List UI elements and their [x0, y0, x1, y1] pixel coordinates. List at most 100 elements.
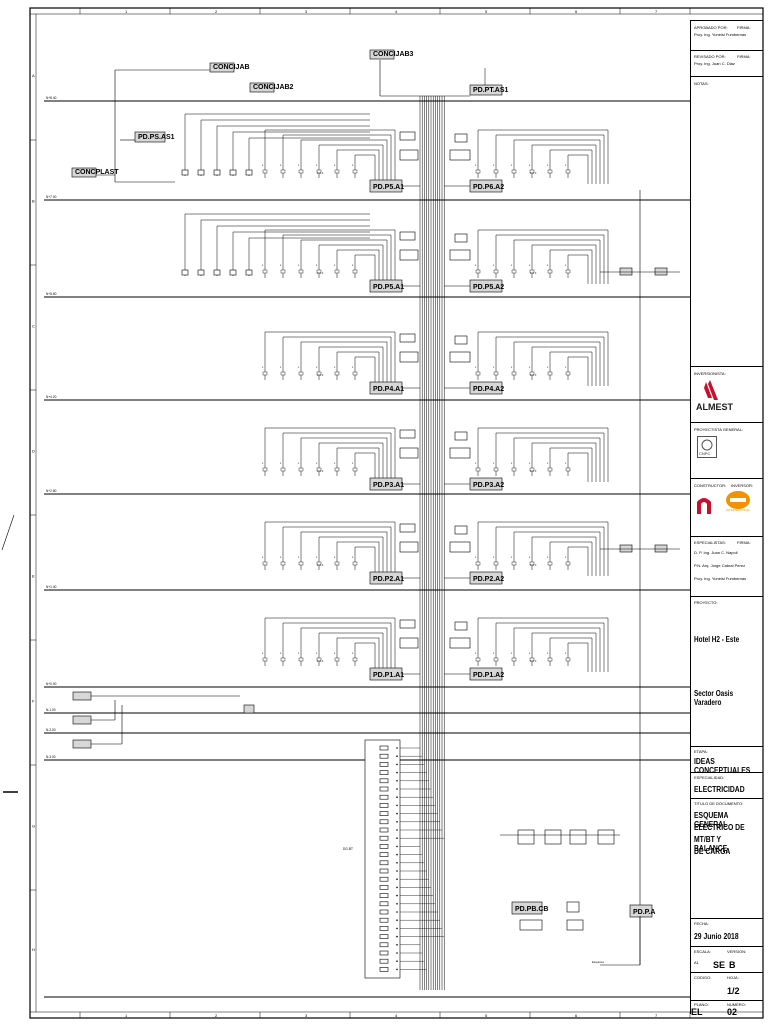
- board-breaker: [379, 942, 389, 948]
- breaker-symbol: [529, 269, 535, 274]
- board-breaker: [379, 745, 389, 751]
- breaker-text: x: [316, 556, 318, 559]
- breaker-symbol: [475, 467, 481, 472]
- especialidad-value: ELECTRICIDAD: [694, 785, 745, 794]
- breaker-text: x: [334, 652, 336, 655]
- breaker-text: x: [547, 652, 549, 655]
- breaker-symbol: [245, 169, 253, 176]
- board-breaker: [379, 917, 389, 923]
- board-terminal: [396, 927, 398, 930]
- panel-box: [629, 904, 653, 918]
- grid-number-bottom: 4: [395, 1013, 398, 1018]
- ellipsis: • • •: [317, 170, 324, 175]
- board-breaker: [379, 835, 389, 841]
- board-terminal: [396, 862, 398, 864]
- titulo-line-2: ELECTRICO DE: [694, 823, 745, 832]
- fecha-value: 29 Junio 2018: [694, 932, 739, 941]
- grid-number-top: 4: [395, 9, 398, 14]
- board-terminal: [396, 747, 398, 749]
- aprobado-label: APROBADO POR:: [694, 25, 728, 30]
- aux-box: [654, 544, 668, 553]
- panel-label: PD.PB.CB: [515, 906, 548, 913]
- breaker-symbol: [565, 561, 571, 566]
- panel-label: PD.P2.A1: [373, 576, 404, 583]
- breaker-symbol: [547, 371, 553, 376]
- breaker-symbol: [352, 371, 358, 376]
- almest-logo: ALMEST: [696, 380, 734, 412]
- breaker-text: x: [352, 264, 354, 267]
- breaker-text: x: [475, 264, 477, 267]
- level-label: N-3.00: [46, 755, 56, 759]
- board-breaker: [379, 778, 389, 784]
- left-margin-diag: [1, 514, 15, 551]
- panel-box: [72, 739, 92, 749]
- breaker-symbol: [334, 561, 340, 566]
- breaker-symbol: [262, 657, 268, 662]
- feeder-box: [399, 149, 419, 161]
- ellipsis: • • •: [530, 270, 537, 275]
- panel-box: [134, 131, 166, 143]
- board-terminal: [396, 935, 398, 938]
- breaker-text: x: [511, 164, 513, 167]
- breaker-text: x: [511, 264, 513, 267]
- breaker-text: x: [316, 164, 318, 167]
- title-block: APROBADO POR: FIRMA: Proy. Ing. Yuneisi …: [690, 20, 763, 1017]
- breaker-symbol: [529, 657, 535, 662]
- board-breaker: [379, 950, 389, 956]
- board-breaker: [379, 893, 389, 898]
- svg-text:ALMEST: ALMEST: [696, 402, 734, 412]
- breaker-symbol: [298, 657, 304, 662]
- breaker-symbol: [511, 657, 517, 662]
- meter-box: [454, 233, 468, 243]
- board-terminal: [396, 878, 398, 880]
- board-breaker: [379, 770, 389, 775]
- inversor-logo: INTERNACIONAL: [726, 491, 751, 512]
- aux-box: [619, 267, 633, 276]
- panel-label: PD.P2.A2: [473, 576, 504, 583]
- board-breaker: [379, 786, 389, 792]
- breaker-text: x: [298, 164, 300, 167]
- panel-box: [469, 84, 503, 96]
- main-board-label: DG-BT: [343, 847, 353, 851]
- breaker-text: x: [262, 366, 264, 369]
- revisado-name: Proy. Ing. Juan C. Diaz: [694, 61, 735, 66]
- breaker-symbol: [547, 561, 553, 566]
- grid-number-bottom: 2: [215, 1013, 218, 1018]
- breaker-text: x: [493, 556, 495, 559]
- breaker-text: x: [352, 366, 354, 369]
- meter-box: [399, 131, 416, 141]
- level-label: N+0.00: [46, 682, 57, 686]
- board-terminal: [396, 886, 398, 889]
- breaker-text: x: [547, 264, 549, 267]
- breaker-symbol: [547, 467, 553, 472]
- panel-box: [72, 715, 92, 725]
- breaker-symbol: [547, 269, 553, 274]
- grid-number-top: 5: [485, 9, 488, 14]
- sub-box: [566, 919, 584, 931]
- breaker-text: x: [565, 556, 567, 559]
- breaker-symbol: [529, 371, 535, 376]
- titulo-line-4: DE CARGA: [694, 847, 731, 856]
- hoja-label: HOJA:: [727, 975, 739, 980]
- breaker-symbol: [280, 269, 286, 274]
- lower-load-box: [544, 829, 562, 845]
- ellipsis: • • •: [530, 562, 537, 567]
- especialistas-label: ESPECIALISTAS:: [694, 540, 726, 545]
- grid-letter-left: E: [32, 574, 35, 579]
- grid-number-top: 2: [215, 9, 218, 14]
- tb-especialistas: ESPECIALISTAS: FIRMA: D. P. Ing. Juan C.…: [691, 536, 763, 597]
- breaker-symbol: [352, 269, 358, 274]
- plano-label: PLANO:: [694, 1002, 709, 1007]
- meter-box: [454, 621, 468, 631]
- breaker-text: x: [298, 264, 300, 267]
- board-breaker: [379, 901, 389, 907]
- panel-label: PD.P.A: [633, 909, 655, 916]
- breaker-text: x: [352, 652, 354, 655]
- plano-value: EL: [691, 1007, 703, 1017]
- feeder-box: [449, 637, 471, 649]
- board-breaker: [379, 827, 389, 833]
- breaker-symbol: [511, 169, 517, 174]
- breaker-text: x: [280, 164, 282, 167]
- board-terminal: [396, 944, 398, 946]
